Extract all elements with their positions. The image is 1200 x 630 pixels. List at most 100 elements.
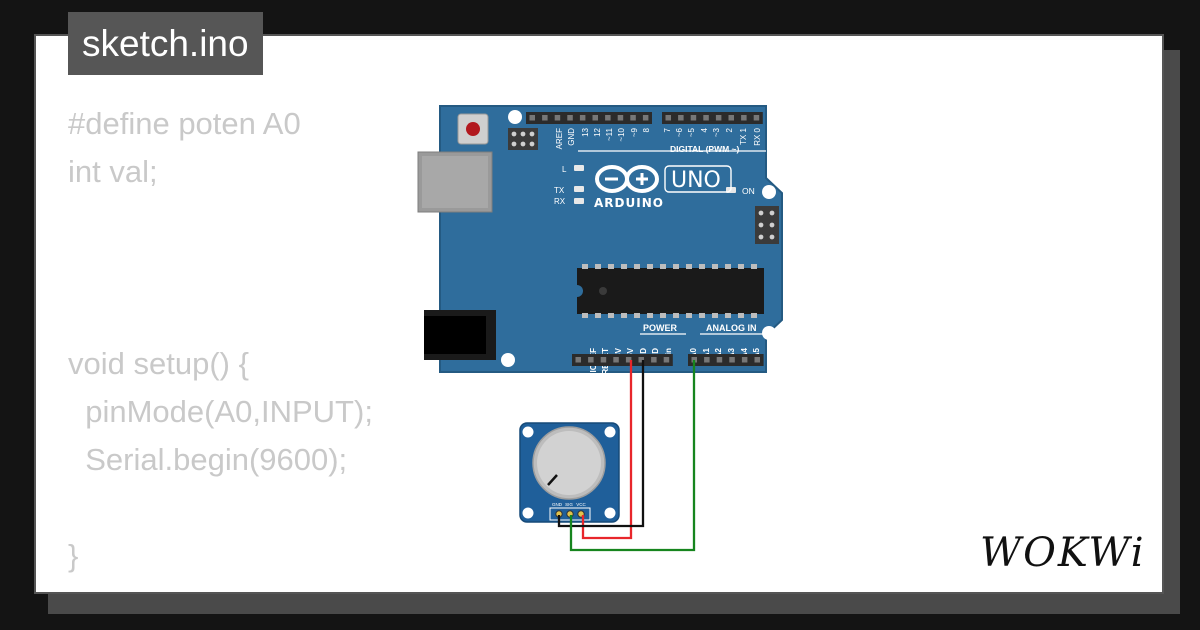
pin-header [572,354,673,366]
icsp-header-right [755,206,779,244]
code-line: int val; [68,154,158,189]
pin-socket[interactable] [715,115,722,121]
mounting-hole [522,426,534,438]
pin-socket[interactable] [638,357,645,363]
pin-socket[interactable] [741,357,748,363]
arduino-brand-text: ARDUINO [594,196,664,210]
analog-pin-label: A4 [740,347,749,358]
pin-socket[interactable] [613,357,619,363]
pin-socket[interactable] [741,115,747,121]
pin-socket[interactable] [728,115,735,121]
pin-socket[interactable] [753,115,760,121]
analog-pin-label: A3 [727,347,736,358]
pin-socket[interactable] [554,115,561,121]
pin-socket[interactable] [529,115,536,121]
digital-pin-label: 2 [725,127,734,132]
uno-badge [664,165,732,193]
analog-pin-label: A5 [752,347,761,358]
code-line: } [68,538,79,573]
pin-socket[interactable] [729,357,735,363]
pin-socket[interactable] [542,115,548,121]
pin-socket[interactable] [617,115,624,121]
code-editor[interactable]: #define poten A0 int val; void setup() { p… [68,100,373,580]
pin-socket[interactable] [630,115,636,121]
pin-socket[interactable] [579,115,586,121]
analog-pin-label: A2 [714,347,723,358]
pin-socket[interactable] [678,115,684,121]
file-tab[interactable]: sketch.ino [68,12,263,75]
digital-pin-label: TX 1 [739,127,748,144]
mounting-hole [604,507,616,519]
pot-pin-label: SIG [565,502,573,507]
led-tx-label: TX [554,186,565,195]
mounting-hole [604,426,616,438]
pin-socket[interactable] [567,115,573,121]
pin-socket[interactable] [575,357,582,363]
led-l-icon [574,165,584,171]
digital-pin-label: ~6 [675,127,684,137]
digital-pin-label: 8 [642,127,651,132]
digital-pin-label: ~10 [617,127,626,141]
power-jack-inner [424,316,486,354]
digital-pin-label: RX 0 [753,127,762,145]
mounting-hole [508,110,522,124]
pin-header [688,354,764,366]
pin-socket[interactable] [690,115,697,121]
uno-model-text: UNO [671,168,721,193]
code-line: pinMode(A0,INPUT); [68,394,373,429]
led-tx-icon [574,186,584,192]
digital-header-label: DIGITAL (PWM ~) [670,144,740,154]
bottom-headers [572,354,764,366]
digital-pin-label: ~11 [605,127,614,141]
code-line: Serial.begin(9600); [68,442,348,477]
wokwi-logo-text: WOKWi [980,530,1146,576]
digital-pin-label: 13 [581,127,590,136]
pin-socket[interactable] [663,357,670,363]
analog-pin-label: A0 [689,347,698,358]
pin-socket[interactable] [703,115,709,121]
wokwi-logo: WOKWi [980,530,1146,576]
pin-socket[interactable] [592,115,599,121]
wire-gnd[interactable] [557,360,645,528]
digital-pin-label: AREF [555,128,564,149]
digital-pin-label: ~3 [712,127,721,137]
pin-socket[interactable] [704,357,710,363]
wire-signal[interactable] [569,360,696,552]
digital-pin-label: ~9 [630,127,639,137]
reset-button-cap [466,122,480,136]
pin-socket[interactable] [625,357,632,363]
pot-pin-label: GND [552,502,563,507]
icsp-header [508,128,538,150]
pin-socket[interactable] [716,357,723,363]
mounting-hole [762,185,776,199]
pin-socket[interactable] [600,357,607,363]
pin-socket[interactable] [605,115,611,121]
mounting-hole [522,507,534,519]
digital-pin-label: 4 [700,127,709,132]
pin-socket[interactable] [588,357,594,363]
pin-socket[interactable] [691,357,698,363]
pin-socket[interactable] [665,115,672,121]
digital-headers [526,112,763,124]
microcontroller-chip [577,264,764,318]
code-line: #define poten A0 [68,106,301,141]
code-line: void setup() { [68,346,249,381]
digital-pin-label: 7 [663,127,672,132]
led-l-label: L [562,165,567,174]
pot-pin-label: VCC [576,502,586,507]
pin-socket[interactable] [642,115,649,121]
led-on-label: ON [742,186,755,196]
pot-knob[interactable] [537,431,601,495]
pin-socket[interactable] [651,357,657,363]
pin-socket[interactable] [754,357,761,363]
digital-pin-label: ~5 [687,127,696,137]
usb-connector-inner [422,156,488,208]
analog-header-label: ANALOG IN [706,323,757,333]
pin-header [662,112,763,124]
arduino-logo-icon [595,165,659,193]
